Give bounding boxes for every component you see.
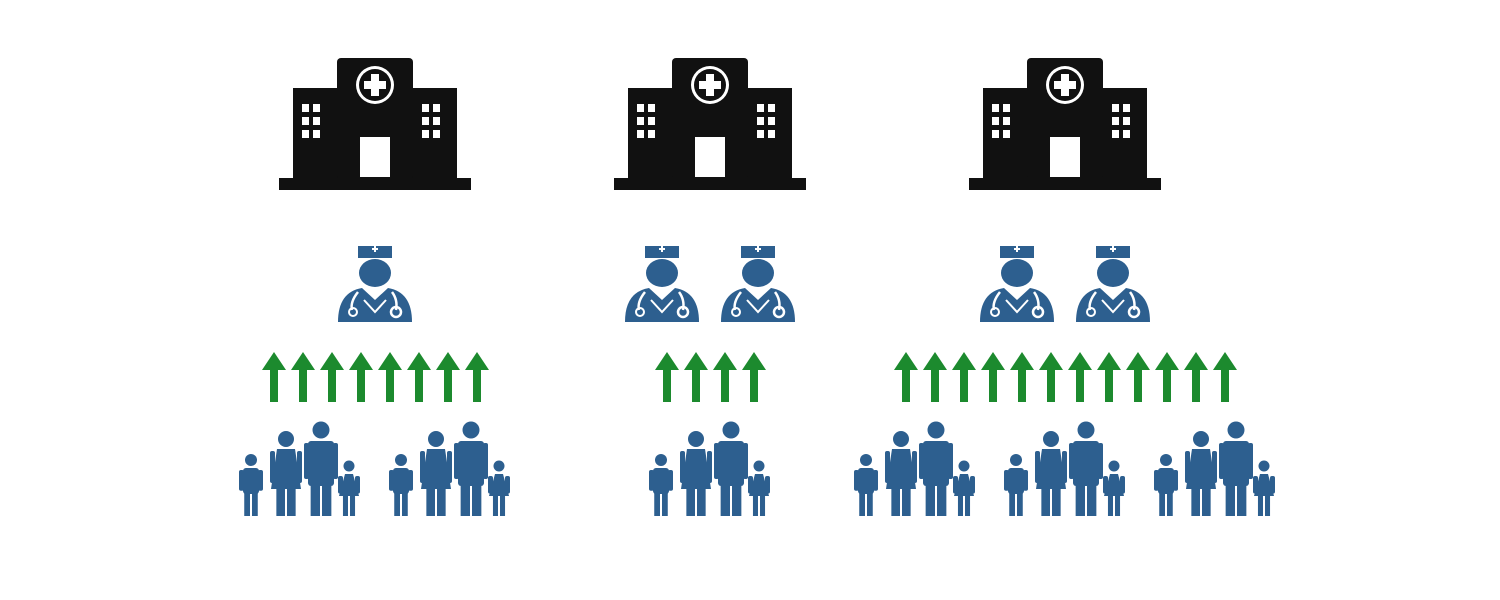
doctor-icon [978, 240, 1056, 322]
group-1 [239, 0, 510, 600]
up-arrow-icon [1067, 352, 1092, 402]
doctor-icon [623, 240, 701, 322]
family-row [585, 418, 835, 518]
up-arrow-icon [377, 352, 402, 402]
hospital-icon [969, 58, 1161, 192]
up-arrow-icon [1009, 352, 1034, 402]
up-arrow-icon [712, 352, 737, 402]
doctor-icon [719, 240, 797, 322]
family-icon [1004, 418, 1126, 518]
up-arrow-icon [319, 352, 344, 402]
arrow-row [245, 352, 505, 402]
up-arrow-icon [980, 352, 1005, 402]
family-icon [649, 418, 771, 518]
up-arrow-icon [348, 352, 373, 402]
up-arrow-icon [683, 352, 708, 402]
family-row [239, 418, 510, 518]
doctor-row [860, 240, 1270, 322]
hospital-row [585, 58, 835, 192]
doctor-icon [1074, 240, 1152, 322]
doctor-icon [336, 240, 414, 322]
doctor-row [585, 240, 835, 322]
family-icon [389, 418, 511, 518]
up-arrow-icon [1212, 352, 1237, 402]
arrow-row [585, 352, 835, 402]
up-arrow-icon [893, 352, 918, 402]
up-arrow-icon [290, 352, 315, 402]
family-row [854, 418, 1275, 518]
up-arrow-icon [1125, 352, 1150, 402]
up-arrow-icon [1038, 352, 1063, 402]
group-2 [585, 0, 835, 600]
up-arrow-icon [654, 352, 679, 402]
up-arrow-icon [261, 352, 286, 402]
hospital-row [860, 58, 1270, 192]
family-icon [1154, 418, 1276, 518]
hospital-icon [279, 58, 471, 192]
up-arrow-icon [464, 352, 489, 402]
family-icon [854, 418, 976, 518]
group-3 [854, 0, 1275, 600]
up-arrow-icon [922, 352, 947, 402]
up-arrow-icon [1154, 352, 1179, 402]
hospital-icon [614, 58, 806, 192]
up-arrow-icon [435, 352, 460, 402]
doctor-row [245, 240, 505, 322]
up-arrow-icon [1183, 352, 1208, 402]
up-arrow-icon [406, 352, 431, 402]
up-arrow-icon [1096, 352, 1121, 402]
hospital-row [245, 58, 505, 192]
family-icon [239, 418, 361, 518]
arrow-row [860, 352, 1270, 402]
up-arrow-icon [951, 352, 976, 402]
up-arrow-icon [741, 352, 766, 402]
